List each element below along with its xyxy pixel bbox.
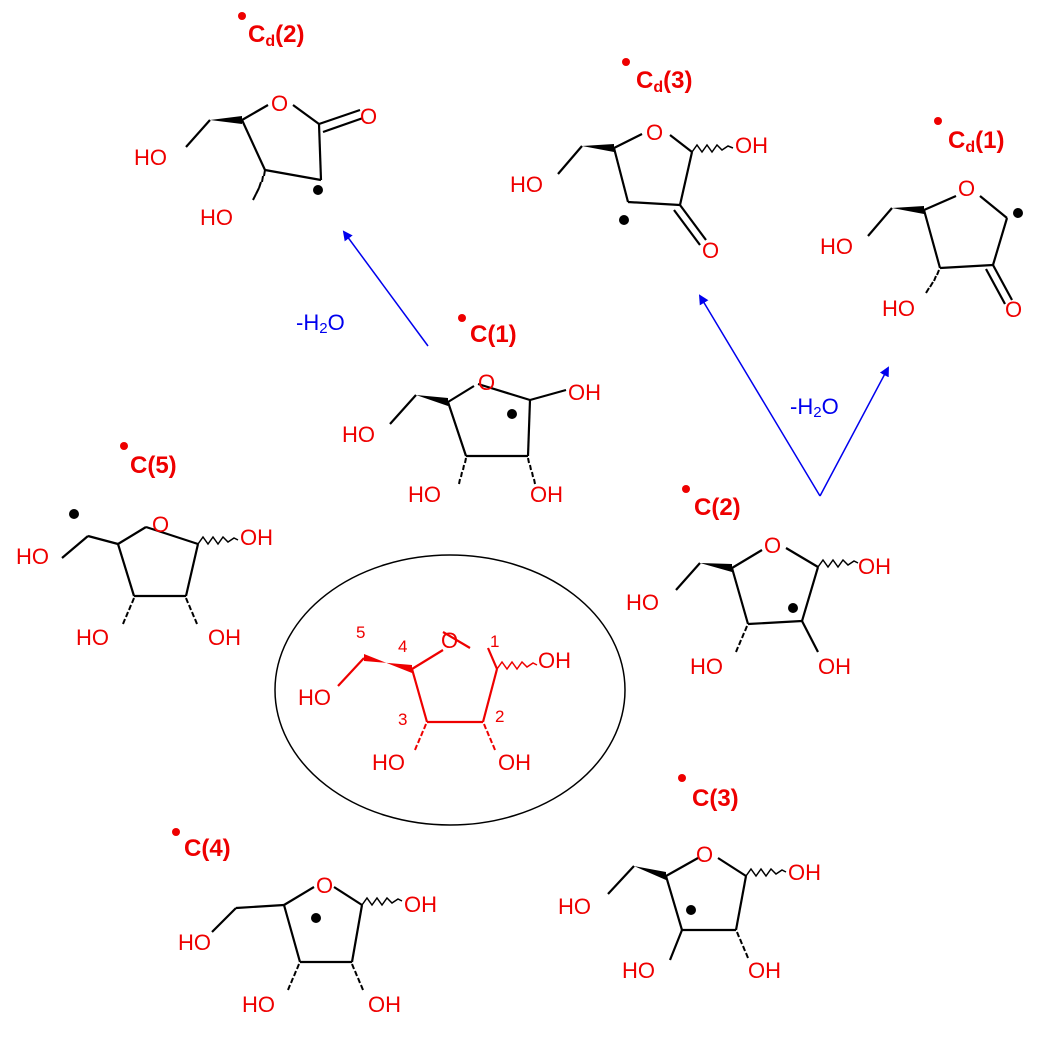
label-c3: C(3) [692, 785, 739, 812]
label-cd1: Cd(1) [948, 127, 1004, 156]
radical-label-dot [458, 314, 466, 322]
radical-label-dot [172, 828, 180, 836]
reaction-label-right: -H2O [790, 394, 839, 421]
ring-oxygen: O [152, 512, 169, 537]
hydroxyl-group: OH [240, 525, 273, 550]
hydroxyl-group: HO [510, 172, 543, 197]
label-c1: C(1) [470, 321, 517, 348]
label-c5: C(5) [130, 452, 177, 479]
molecule-cd3: O OH O HO Cd(3) [510, 58, 768, 263]
carbonyl-oxygen: O [360, 104, 377, 129]
ring-oxygen: O [958, 176, 975, 201]
radical-label-dot [238, 12, 246, 20]
carbon-number-3: 3 [398, 710, 407, 729]
molecule-cd2: O O HO HO Cd(2) [134, 12, 377, 230]
radical-dot [313, 185, 323, 195]
hydroxyl-group: HO [200, 205, 233, 230]
carbon-number-4: 4 [398, 637, 407, 656]
radical-dot [507, 409, 517, 419]
ring-oxygen: O [271, 91, 288, 116]
hydroxyl-group: OH [788, 860, 821, 885]
reaction-arrow-right: -H2O [698, 294, 889, 497]
molecule-c3: O OH HO HO OH C(3) [558, 774, 821, 983]
hydroxyl-group: OH [858, 554, 891, 579]
hydroxyl-group: OH [735, 133, 768, 158]
label-c4: C(4) [184, 835, 231, 862]
molecule-center-ribose: O OH HO HO OH 1 2 3 4 5 [298, 623, 571, 775]
molecule-c5: O OH HO HO OH C(5) [16, 442, 273, 650]
carbonyl-oxygen: O [1005, 297, 1022, 322]
hydroxyl-group: HO [242, 992, 275, 1017]
hydroxyl-group: OH [530, 482, 563, 507]
hydroxyl-group: HO [134, 145, 167, 170]
reaction-arrow-left: -H2O [296, 230, 429, 347]
hydroxyl-group: HO [820, 234, 853, 259]
label-cd2: Cd(2) [248, 21, 304, 50]
hydroxyl-group: OH [368, 992, 401, 1017]
radical-dot [69, 509, 79, 519]
hydroxyl-group: OH [748, 958, 781, 983]
hydroxyl-group: HO [342, 422, 375, 447]
radical-label-dot [934, 117, 942, 125]
molecule-c2: O OH HO HO OH C(2) [626, 485, 891, 679]
radical-label-dot [120, 442, 128, 450]
radical-label-dot [682, 485, 690, 493]
hydroxyl-group: HO [408, 482, 441, 507]
ring-oxygen: O [478, 370, 495, 395]
molecule-cd1: O O HO HO Cd(1) [820, 117, 1023, 322]
hydroxyl-group: HO [76, 625, 109, 650]
ring-oxygen: O [696, 842, 713, 867]
carbon-number-1: 1 [490, 632, 499, 651]
hydroxyl-group: HO [16, 544, 49, 569]
carbon-number-5: 5 [356, 623, 365, 642]
carbonyl-oxygen: O [702, 238, 719, 263]
carbon-number-2: 2 [495, 707, 504, 726]
radical-label-dot [622, 58, 630, 66]
ring-oxygen: O [316, 873, 333, 898]
hydroxyl-group: OH [404, 892, 437, 917]
highlight-ellipse [274, 554, 626, 826]
radical-dot [788, 603, 798, 613]
label-cd3: Cd(3) [636, 67, 692, 96]
hydroxyl-group: HO [372, 750, 405, 775]
hydroxyl-group: OH [568, 380, 601, 405]
hydroxyl-group: HO [690, 654, 723, 679]
hydroxyl-group: HO [298, 685, 331, 710]
hydroxyl-group: HO [622, 958, 655, 983]
radical-label-dot [678, 774, 686, 782]
ring-oxygen: O [764, 533, 781, 558]
hydroxyl-group: OH [208, 625, 241, 650]
ring-oxygen: O [441, 628, 458, 653]
radical-dot [1013, 208, 1023, 218]
ring-oxygen: O [646, 120, 663, 145]
radical-dot [311, 913, 321, 923]
label-c2: C(2) [694, 494, 741, 521]
hydroxyl-group: OH [818, 654, 851, 679]
radical-dot [619, 215, 629, 225]
molecule-c4: O OH HO HO OH C(4) [172, 828, 437, 1017]
molecule-c1: O OH HO HO OH C(1) [342, 314, 601, 507]
hydroxyl-group: HO [882, 296, 915, 321]
hydroxyl-group: HO [178, 930, 211, 955]
hydroxyl-group: HO [558, 894, 591, 919]
hydroxyl-group: OH [498, 750, 531, 775]
hydroxyl-group: HO [626, 590, 659, 615]
radical-dot [686, 905, 696, 915]
hydroxyl-group: OH [538, 648, 571, 673]
reaction-label-left: -H2O [296, 310, 345, 337]
